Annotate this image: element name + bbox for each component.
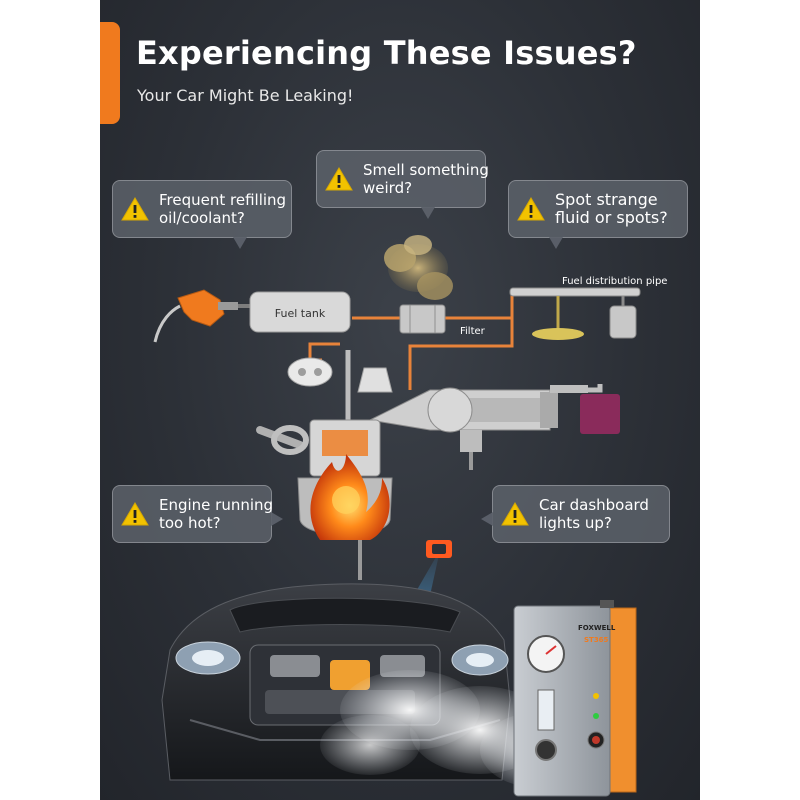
- callout-line: Engine running: [159, 496, 274, 514]
- callout-line: fluid or spots?: [555, 208, 668, 227]
- engine-block: [297, 419, 393, 580]
- page-subtitle: Your Car Might Be Leaking!: [137, 86, 354, 105]
- callout-line: Spot strange: [555, 190, 658, 209]
- smoke-machine: FOXWELL ST365: [513, 600, 637, 797]
- warning-icon: [501, 502, 529, 526]
- smoke-cloud: [384, 235, 453, 300]
- flow-meter: [537, 689, 555, 731]
- callout-tail: [421, 207, 435, 219]
- callout-line: oil/coolant?: [159, 209, 245, 227]
- intake-manifold: [368, 384, 620, 470]
- callout-line: too hot?: [159, 514, 221, 532]
- filter-label: Filter: [460, 326, 486, 337]
- device-model: ST365: [584, 636, 609, 644]
- fuel-distribution-pipe: Fuel distribution pipe: [509, 276, 667, 340]
- accent-bar: [100, 22, 120, 124]
- callout-tail: [271, 512, 283, 526]
- fuel-tank-label: Fuel tank: [275, 307, 326, 320]
- engine-components: [256, 350, 393, 455]
- callout-tail: [481, 512, 493, 526]
- callout-tail: [549, 237, 563, 249]
- callout-line: Frequent refilling: [159, 191, 287, 209]
- warning-icon: [121, 502, 149, 526]
- warning-icon: [517, 197, 545, 221]
- fuel-nozzle-icon: [153, 289, 250, 343]
- leak-diagram: Fuel tank Filter Fuel distribution pipe: [153, 235, 667, 797]
- callout-line: lights up?: [539, 514, 612, 532]
- fuel-tank: Fuel tank: [249, 291, 351, 333]
- callout-line: Smell something: [363, 161, 489, 179]
- fuel-pipe-label: Fuel distribution pipe: [562, 276, 667, 287]
- callout-line: weird?: [363, 179, 413, 197]
- pipe-left-loop: [308, 342, 340, 362]
- fuel-filter: Filter: [399, 304, 486, 337]
- callout-line: Car dashboard: [539, 496, 649, 514]
- pipe-filter-rail: [445, 290, 520, 320]
- device-brand: FOXWELL: [578, 624, 616, 632]
- callout-tail: [233, 237, 247, 249]
- infographic-stage: Experiencing These Issues? Your Car Migh…: [100, 0, 700, 800]
- pipe-rail-injector: [408, 318, 514, 390]
- page-title: Experiencing These Issues?: [136, 34, 637, 72]
- warning-icon: [325, 167, 353, 191]
- check-engine-icon: [426, 540, 452, 558]
- warning-icon: [121, 197, 149, 221]
